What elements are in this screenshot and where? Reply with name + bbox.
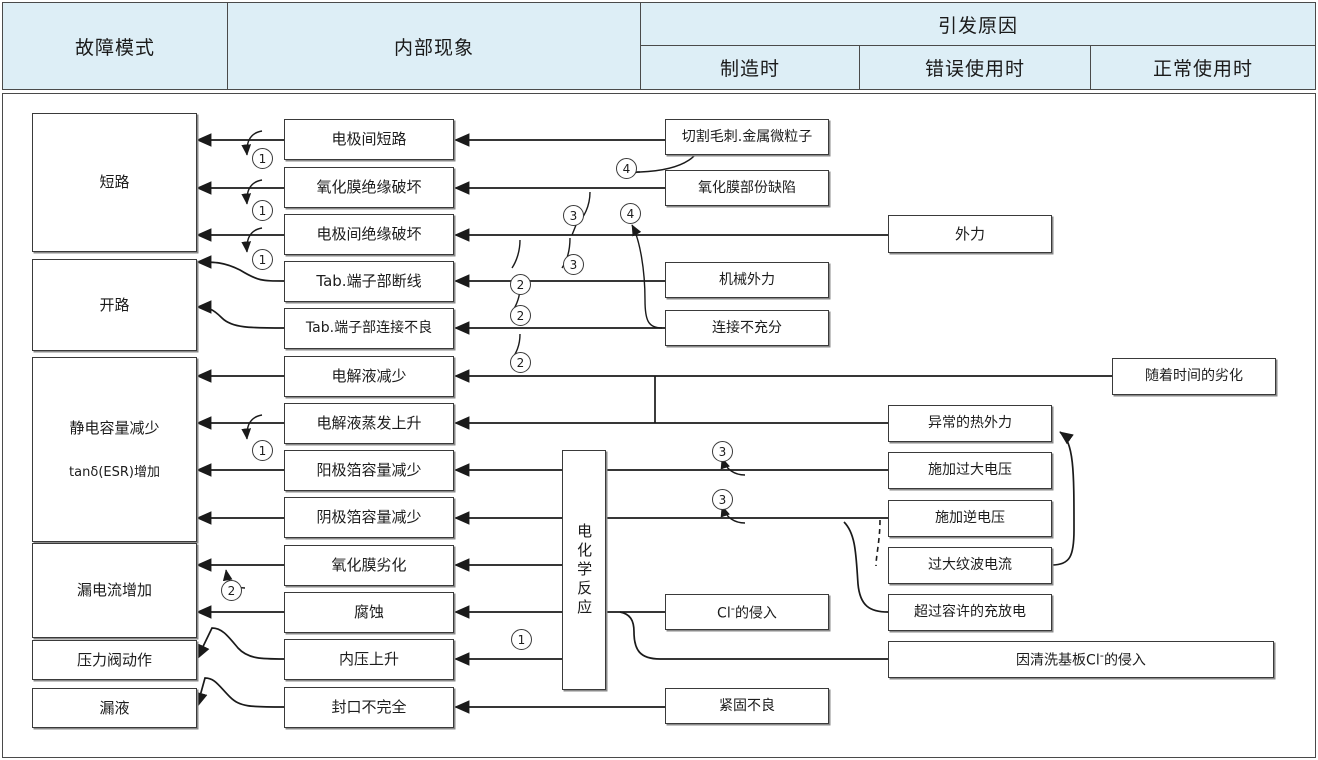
- cause-box-reverse-voltage[interactable]: 施加逆电压: [888, 500, 1052, 537]
- circled-number-marker: 3: [563, 205, 584, 226]
- phenomenon-label: 氧化膜劣化: [331, 556, 407, 575]
- phenomenon-box-7[interactable]: 电解液蒸发上升: [284, 403, 454, 444]
- cause-label: 过大纹波电流: [928, 557, 1012, 574]
- circled-number-marker: 2: [510, 305, 531, 326]
- circled-number-marker: 1: [252, 148, 273, 169]
- phenomenon-box-11[interactable]: 腐蚀: [284, 592, 454, 633]
- failure-mode-label-esr: tanδ(ESR)增加: [69, 464, 160, 480]
- cause-box-overvoltage[interactable]: 施加过大电压: [888, 452, 1052, 489]
- cause-label: 超过容许的充放电: [914, 604, 1026, 621]
- circled-number-marker: 1: [252, 249, 273, 270]
- phenomenon-label: 腐蚀: [353, 603, 384, 622]
- circled-number-marker: 1: [252, 440, 273, 461]
- circled-number-marker: 3: [563, 254, 584, 275]
- cause-box-excess-charge-discharge[interactable]: 超过容许的充放电: [888, 594, 1052, 631]
- circled-number-marker: 4: [616, 158, 637, 179]
- reaction-label: 电化学反应: [575, 522, 594, 618]
- cause-label: 切割毛刺.金属微粒子: [681, 128, 813, 145]
- header-cause-group: 引发原因: [640, 2, 1316, 46]
- cause-label: 紧固不良: [719, 697, 775, 714]
- electrochemical-reaction-box[interactable]: 电化学反应: [562, 450, 606, 690]
- phenomenon-label: 封口不完全: [331, 698, 407, 717]
- failure-mode-label: 漏液: [99, 698, 130, 717]
- cause-label: 施加逆电压: [935, 510, 1005, 527]
- failure-mode-box-leakage-current[interactable]: 漏电流增加: [32, 543, 197, 638]
- cause-label: 施加过大电压: [928, 462, 1012, 479]
- table-header: 故障模式 内部现象 引发原因 制造时 错误使用时 正常使用时: [2, 2, 1316, 90]
- cause-label: 异常的热外力: [928, 415, 1012, 432]
- phenomenon-label: 电极间短路: [331, 130, 407, 149]
- header-cause-normal: 正常使用时: [1090, 45, 1316, 90]
- cause-label: 外力: [954, 224, 985, 243]
- cause-box-cleaning-cl-invasion[interactable]: 因清洗基板Cl-的侵入: [888, 641, 1274, 678]
- phenomenon-label: 内压上升: [338, 650, 399, 669]
- phenomenon-box-8[interactable]: 阳极箔容量减少: [284, 450, 454, 491]
- failure-mode-box-short-circuit[interactable]: 短路: [32, 113, 197, 252]
- cause-box-external-force[interactable]: 外力: [888, 215, 1052, 253]
- failure-mode-box-capacitance-drop[interactable]: 静电容量减少 tanδ(ESR)增加: [32, 357, 197, 542]
- phenomenon-label: 氧化膜绝缘破坏: [316, 178, 422, 197]
- circled-number-marker: 2: [221, 580, 242, 601]
- failure-mode-label: 开路: [99, 295, 130, 314]
- circled-number-marker: 4: [620, 203, 641, 224]
- cause-label: Cl-的侵入: [717, 600, 777, 622]
- cause-box-time-degradation[interactable]: 随着时间的劣化: [1112, 358, 1276, 395]
- phenomenon-box-6[interactable]: 电解液减少: [284, 356, 454, 397]
- phenomenon-box-5[interactable]: Tab.端子部连接不良: [284, 308, 454, 349]
- circled-number-marker: 1: [252, 200, 273, 221]
- phenomenon-label: 电解液蒸发上升: [316, 414, 422, 433]
- cause-box-cl-invasion[interactable]: Cl-的侵入: [665, 594, 829, 630]
- phenomenon-box-1[interactable]: 电极间短路: [284, 119, 454, 160]
- phenomenon-box-10[interactable]: 氧化膜劣化: [284, 545, 454, 586]
- circled-number-marker: 2: [510, 274, 531, 295]
- failure-mode-label: 漏电流增加: [76, 581, 152, 600]
- cause-label: 随着时间的劣化: [1145, 368, 1243, 385]
- cause-box-burr-particles[interactable]: 切割毛刺.金属微粒子: [665, 119, 829, 155]
- cause-box-excess-ripple[interactable]: 过大纹波电流: [888, 547, 1052, 584]
- cause-label: 机械外力: [719, 271, 775, 288]
- header-cause-misuse: 错误使用时: [859, 45, 1091, 90]
- circled-number-marker: 3: [712, 489, 733, 510]
- failure-mode-box-pressure-valve[interactable]: 压力阀动作: [32, 640, 197, 680]
- phenomenon-label: 电极间绝缘破坏: [316, 225, 422, 244]
- circled-number-marker: 3: [712, 441, 733, 462]
- cause-label: 因清洗基板Cl-的侵入: [1016, 648, 1146, 669]
- circled-number-marker: 2: [510, 352, 531, 373]
- cause-box-poor-fastening[interactable]: 紧固不良: [665, 688, 829, 724]
- circled-number-marker: 1: [511, 629, 532, 650]
- cause-label: 连接不充分: [712, 319, 782, 336]
- cause-label: 氧化膜部份缺陷: [698, 179, 796, 196]
- header-failure-mode: 故障模式: [2, 2, 228, 90]
- phenomenon-box-4[interactable]: Tab.端子部断线: [284, 261, 454, 302]
- phenomenon-label: Tab.端子部断线: [316, 272, 422, 291]
- phenomenon-box-13[interactable]: 封口不完全: [284, 687, 454, 728]
- failure-mode-label: 压力阀动作: [76, 650, 152, 669]
- failure-mode-label: 静电容量减少: [69, 418, 160, 437]
- cause-box-abnormal-heat[interactable]: 异常的热外力: [888, 405, 1052, 442]
- failure-mode-box-open-circuit[interactable]: 开路: [32, 259, 197, 351]
- phenomenon-label: 阴极箔容量减少: [316, 508, 422, 527]
- failure-mode-box-leakage[interactable]: 漏液: [32, 688, 197, 728]
- phenomenon-box-2[interactable]: 氧化膜绝缘破坏: [284, 167, 454, 208]
- cause-box-oxide-defect[interactable]: 氧化膜部份缺陷: [665, 170, 829, 206]
- phenomenon-label: 阳极箔容量减少: [316, 461, 422, 480]
- cause-box-insufficient-connection[interactable]: 连接不充分: [665, 310, 829, 346]
- failure-mode-label: 短路: [99, 173, 130, 192]
- cause-box-mechanical-force[interactable]: 机械外力: [665, 262, 829, 298]
- phenomenon-label: Tab.端子部连接不良: [305, 320, 433, 337]
- header-internal-phenomenon: 内部现象: [227, 2, 641, 90]
- phenomenon-box-9[interactable]: 阴极箔容量减少: [284, 497, 454, 538]
- phenomenon-label: 电解液减少: [331, 367, 407, 386]
- phenomenon-box-12[interactable]: 内压上升: [284, 639, 454, 680]
- header-cause-manufacturing: 制造时: [640, 45, 860, 90]
- phenomenon-box-3[interactable]: 电极间绝缘破坏: [284, 214, 454, 255]
